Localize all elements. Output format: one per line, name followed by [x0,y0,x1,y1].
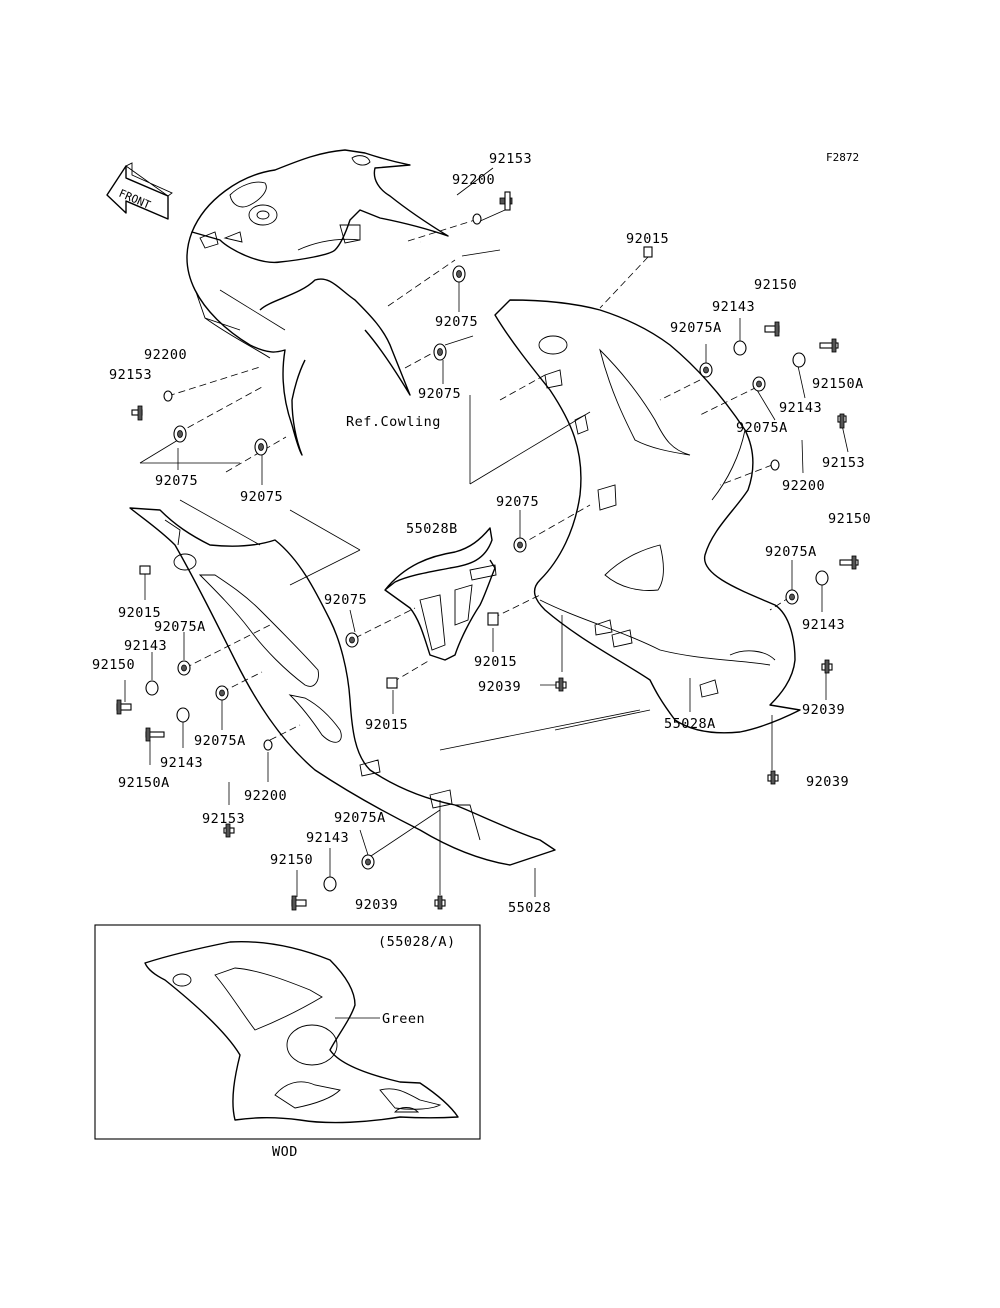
part-label: 92143 [160,755,203,771]
part-label: 92150A [118,775,170,791]
part-label: 92039 [478,679,521,695]
screw-icon [821,659,833,674]
bolt-icon [837,413,847,429]
part-label: 92150 [754,277,797,293]
bolt-icon [116,699,132,715]
part-label: 92039 [802,702,845,718]
grommet-icon [513,537,527,553]
part-label: 92150 [828,511,871,527]
part-label: 92153 [489,151,532,167]
part-label: 92015 [626,231,669,247]
ref-note: Ref.Cowling [346,414,441,430]
part-label: 92200 [782,478,825,494]
part-label: 92143 [779,400,822,416]
part-label: 92150 [92,657,135,673]
bolt-icon [499,191,513,211]
grommet-icon [433,343,447,361]
part-label: 92015 [118,605,161,621]
grommet-icon [173,425,187,443]
nut-icon [815,570,829,586]
part-label: 92075 [240,489,283,505]
nut-icon [323,876,337,892]
front-arrow-icon: FRONT [106,162,173,220]
part-label: 92075A [334,810,386,826]
part-label: 92143 [306,830,349,846]
front-arrow-label: FRONT [117,187,153,212]
nut-icon [792,352,806,368]
part-label: 92143 [712,299,755,315]
figure-code: F2872 [826,151,859,164]
inset-model-code: WOD [272,1144,298,1160]
clip-icon [139,565,151,575]
part-label: 55028A [664,716,716,732]
clip-icon [643,246,653,258]
washer-icon [163,390,173,402]
bolt-icon [145,727,165,742]
part-label: 92015 [365,717,408,733]
part-label: 92075A [765,544,817,560]
part-label: 92075 [324,592,367,608]
nut-icon [145,680,159,696]
nut-icon [176,707,190,723]
grommet-icon [177,660,191,676]
part-label: 92075 [496,494,539,510]
part-label: 92075A [194,733,246,749]
lower-cowling-left [129,507,556,866]
grommet-icon [361,854,375,870]
part-label: 92015 [474,654,517,670]
part-label: 92075A [736,420,788,436]
grommet-icon [452,265,466,283]
part-label: 92153 [822,455,865,471]
screw-icon [555,677,567,692]
part-label: 92075 [435,314,478,330]
part-label: 92150 [270,852,313,868]
part-label: 92153 [202,811,245,827]
part-label: 92150A [812,376,864,392]
inset-caption: (55028/A) [378,934,456,950]
grommet-icon [215,685,229,701]
part-label: 92200 [144,347,187,363]
clip-icon [487,612,499,626]
center-panel [384,527,497,661]
bolt-icon [223,823,235,838]
bolt-icon [764,321,780,337]
inset-panel: (55028/A) Green WOD [94,924,481,1160]
part-label: 92039 [355,897,398,913]
part-label: 92075A [154,619,206,635]
part-label: 92075A [670,320,722,336]
part-label: 92075 [418,386,461,402]
grommet-icon [345,632,359,648]
screw-icon [434,895,446,910]
part-label: 55028B [406,521,458,537]
inset-color-note: Green [382,1011,425,1027]
part-label: 92153 [109,367,152,383]
washer-icon [472,213,482,225]
part-labels: 92153 92200 92015 92150 92143 92075A 921… [92,151,871,916]
part-label: 92200 [244,788,287,804]
bolt-icon [839,555,859,570]
screw-icon [767,770,779,785]
grommet-icon [752,376,766,392]
washer-icon [263,739,273,751]
bolt-icon [291,895,307,911]
hardware [116,191,859,911]
grommet-icon [699,362,713,378]
part-label: 92143 [124,638,167,654]
clip-icon [386,677,398,689]
washer-icon [770,459,780,471]
bolt-icon [131,405,143,421]
upper-cowling [186,149,449,456]
bolt-icon [819,338,839,353]
nut-icon [733,340,747,356]
grommet-icon [785,589,799,605]
part-label: 55028 [508,900,551,916]
grommet-icon [254,438,268,456]
part-label: 92143 [802,617,845,633]
part-label: 92075 [155,473,198,489]
lower-cowling-right [494,299,801,734]
part-label: 92200 [452,172,495,188]
part-label: 92039 [806,774,849,790]
